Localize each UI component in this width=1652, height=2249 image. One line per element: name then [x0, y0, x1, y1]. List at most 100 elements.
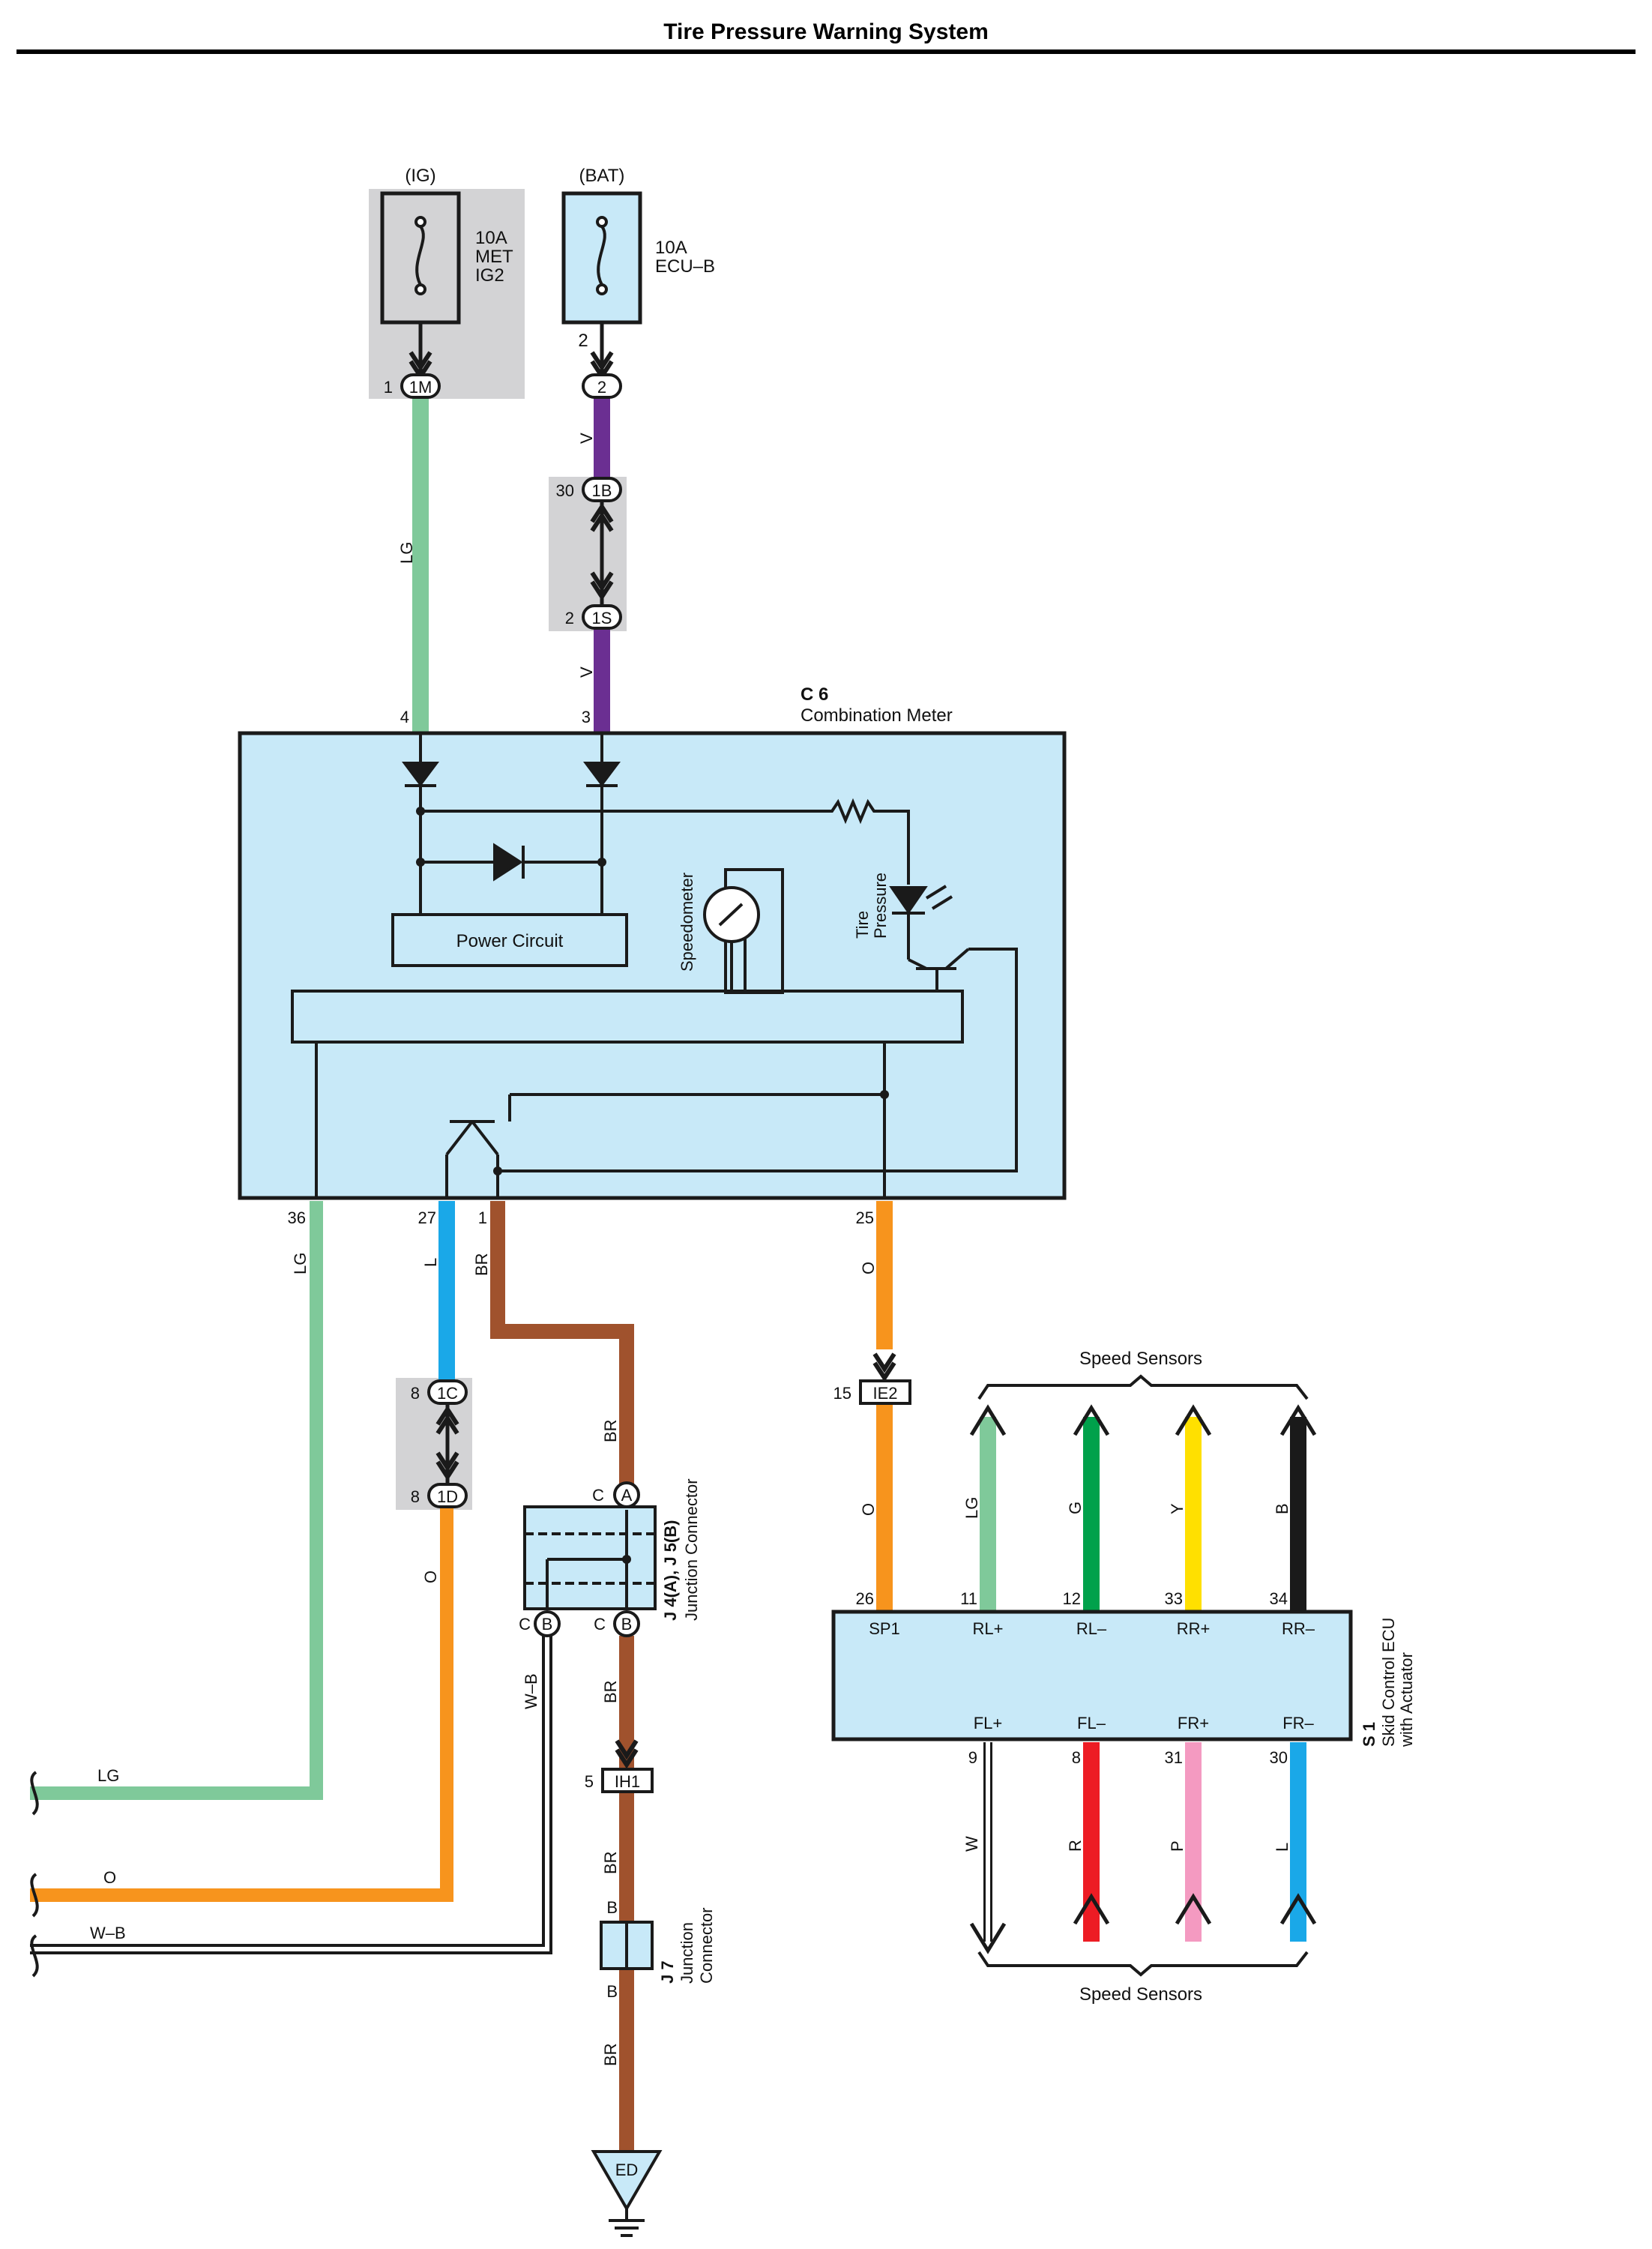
svg-text:1B: 1B	[592, 481, 612, 500]
wire-label-v-2: V	[577, 666, 596, 678]
ecu-pin-8: 8	[1072, 1748, 1081, 1767]
svg-text:C: C	[592, 1486, 604, 1505]
ecu-pin-label-rl-minus: RL–	[1076, 1619, 1107, 1638]
left-exit-label-lg: LG	[97, 1766, 119, 1785]
connector-1s: 1S 2	[565, 604, 622, 630]
svg-text:15: 15	[833, 1384, 851, 1403]
svg-text:A: A	[621, 1486, 633, 1505]
j7-name-2: Connector	[697, 1907, 716, 1984]
connector-1d: 1D 8	[411, 1483, 468, 1508]
speed-sensors-top-label: Speed Sensors	[1079, 1349, 1202, 1369]
wire-label-v-1: V	[577, 433, 596, 444]
fuse-ecu-b-box	[561, 191, 642, 325]
speedometer-label: Speedometer	[678, 873, 696, 972]
svg-text:IH1: IH1	[615, 1772, 640, 1791]
wire-label-br-ih1: BR	[601, 1851, 620, 1874]
ecu-pin-30: 30	[1270, 1748, 1288, 1767]
connector-ih1: IH1 5	[585, 1768, 654, 1793]
svg-text:2: 2	[597, 378, 606, 397]
ecu-pin-label-fl-plus: FL+	[974, 1714, 1003, 1732]
ground-icon	[609, 2209, 645, 2237]
meter-pin-3: 3	[582, 708, 591, 726]
wire-label-br-below: BR	[601, 1680, 620, 1703]
ecu-pin-31: 31	[1165, 1748, 1183, 1767]
svg-text:1: 1	[384, 378, 393, 397]
svg-text:5: 5	[585, 1772, 594, 1791]
ecu-pin-34: 34	[1270, 1589, 1288, 1608]
svg-text:B: B	[542, 1615, 553, 1634]
speed-sensors-bottom-brace	[977, 1951, 1309, 1977]
fuse-ecu-b-icon	[596, 216, 608, 295]
svg-text:8: 8	[411, 1487, 420, 1506]
svg-text:1D: 1D	[437, 1487, 458, 1506]
fuse-ig-source: (IG)	[405, 166, 435, 186]
junction-j4-code: J 4(A), J 5(B)	[661, 1520, 680, 1621]
junction-pin-a: A C	[592, 1481, 640, 1508]
wire-break-icons	[30, 1771, 39, 1978]
page-title: Tire Pressure Warning System	[663, 19, 989, 44]
meter-code: C 6	[801, 684, 828, 705]
ecu-pin-label-rr-minus: RR–	[1282, 1619, 1315, 1638]
wire-label-lg-36: LG	[291, 1253, 310, 1274]
wire-wb	[30, 1636, 549, 1951]
junction-pin-b-right: B C	[594, 1610, 640, 1637]
sensor-wire-label-p: P	[1168, 1840, 1187, 1852]
left-exit-label-o: O	[103, 1868, 116, 1887]
wire-label-l-27: L	[421, 1258, 440, 1267]
junction-pin-b-left: B C	[519, 1610, 561, 1637]
speed-sensors-top-brace	[977, 1374, 1309, 1400]
wire-label-br-1: BR	[472, 1253, 491, 1276]
ecu-pin-label-fr-plus: FR+	[1178, 1714, 1209, 1732]
wire-label-o-25: O	[859, 1262, 878, 1274]
wire-label-lg-top: LG	[397, 542, 416, 564]
svg-text:1C: 1C	[437, 1384, 458, 1403]
left-exit-label-wb: W–B	[90, 1924, 126, 1942]
wire-label-br-j7: BR	[601, 2043, 620, 2066]
j7-pin-top: B	[606, 1898, 618, 1917]
ecu-code: S 1	[1360, 1722, 1378, 1747]
sensor-wire-label-w: W	[962, 1836, 981, 1852]
fuse-met-name-2: IG2	[475, 265, 504, 286]
svg-text:1S: 1S	[592, 609, 612, 627]
ecu-pin-label-sp1: SP1	[869, 1619, 900, 1638]
svg-text:1M: 1M	[409, 378, 432, 397]
wire-label-o-ie2: O	[859, 1503, 878, 1516]
fuse-met-ig2-icon	[414, 216, 426, 295]
j7-pin-bottom: B	[606, 1982, 618, 2001]
svg-text:C: C	[594, 1615, 606, 1634]
sensor-wire-label-lg: LG	[962, 1497, 981, 1519]
skid-control-ecu-box	[831, 1610, 1353, 1741]
tire-label-2: Pressure	[871, 873, 890, 939]
svg-text:IE2: IE2	[872, 1384, 897, 1403]
wire-o-1d	[30, 1507, 453, 1902]
svg-text:30: 30	[556, 481, 574, 500]
fuse-met-name-1: MET	[475, 247, 513, 267]
wire-label-o-below: O	[421, 1571, 440, 1583]
ecu-pin-33: 33	[1165, 1589, 1183, 1608]
ecu-name-1: Skid Control ECU	[1379, 1618, 1398, 1747]
wire-br-1	[490, 1201, 634, 1487]
fuse-ecu-rating: 10A	[655, 238, 687, 258]
meter-name: Combination Meter	[801, 705, 953, 726]
ecu-pin-label-rl-plus: RL+	[973, 1619, 1004, 1638]
sensor-wire-label-y: Y	[1168, 1503, 1187, 1514]
connector-ie2: IE2 15	[833, 1379, 911, 1405]
sensor-wire-label-b: B	[1273, 1503, 1291, 1514]
tire-label-1: Tire	[853, 911, 872, 939]
power-circuit-box	[391, 913, 628, 967]
fuse-ecu-pin: 2	[578, 331, 588, 351]
svg-text:B: B	[621, 1615, 633, 1634]
sensor-wire-label-g: G	[1066, 1502, 1085, 1514]
title-rule	[16, 49, 1636, 54]
sensor-wire-label-l: L	[1273, 1843, 1291, 1852]
meter-pin-25: 25	[856, 1208, 874, 1227]
power-circuit-label: Power Circuit	[456, 931, 564, 951]
fuse-ig-shade	[369, 189, 525, 399]
fuse-bat-source: (BAT)	[579, 166, 625, 186]
ecu-pin-label-fl-minus: FL–	[1077, 1714, 1106, 1732]
fuse-ecu-name: ECU–B	[655, 256, 715, 277]
connector-1m: 1M 1	[384, 373, 441, 399]
meter-pin-36: 36	[288, 1208, 306, 1227]
fuse-met-rating: 10A	[475, 228, 507, 248]
